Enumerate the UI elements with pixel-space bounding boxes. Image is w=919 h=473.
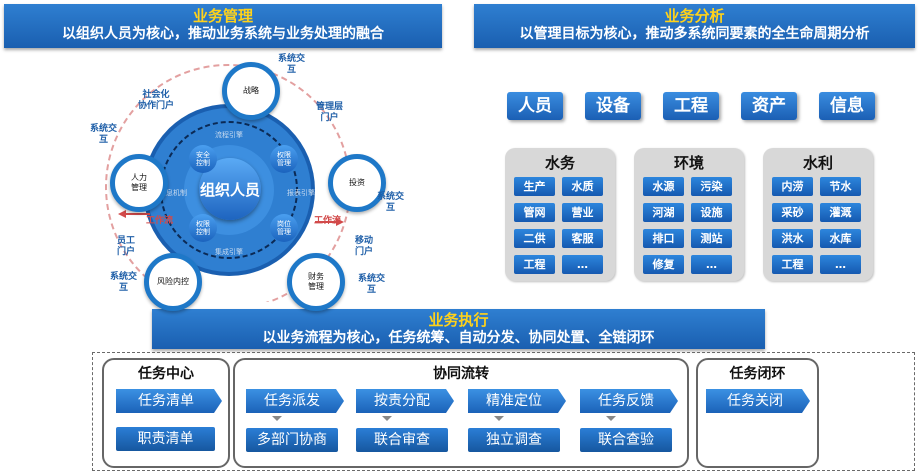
step-notch — [494, 416, 504, 421]
collab-step[interactable]: 精准定位 — [468, 389, 566, 413]
collab-box: 协同流转 任务派发 按责分配 精准定位 任务反馈 多部门协商 联合审查 独立调查… — [233, 358, 689, 468]
ring-report-engine: 报表引擎 — [287, 189, 315, 197]
category-information[interactable]: 信息 — [819, 92, 875, 120]
duty-list-button[interactable]: 职责清单 — [116, 427, 215, 451]
closure-title: 任务闭环 — [729, 366, 786, 382]
exec-title: 业务执行 — [428, 311, 489, 329]
node-finance: 财务 管理 — [287, 253, 345, 311]
workflow-arrowhead-left — [118, 210, 126, 218]
workflow-arrowhead-right — [336, 218, 344, 226]
domain-chip[interactable]: 生产 — [514, 177, 555, 196]
label-system-interaction-bl: 系统交 互 — [110, 272, 138, 293]
domain-chip[interactable]: 洪水 — [772, 229, 813, 248]
exec-banner: 业务执行 以业务流程为核心，任务统筹、自动分发、协同处置、全链闭环 — [152, 309, 765, 349]
closure-box: 任务闭环 任务关闭 — [696, 358, 819, 468]
label-social-portal: 社会化 协作门户 — [138, 90, 175, 111]
collab-step[interactable]: 任务派发 — [246, 389, 344, 413]
inner-permission-control: 权限 控制 — [189, 214, 217, 242]
domain-chip[interactable]: 灌溉 — [820, 203, 861, 222]
label-system-interaction-right: 系统交 互 — [377, 192, 405, 213]
category-assets[interactable]: 资产 — [741, 92, 797, 120]
workflow-label-left: 工作流 — [146, 216, 174, 226]
category-equipment[interactable]: 设备 — [585, 92, 641, 120]
domain-chip[interactable]: … — [562, 255, 603, 274]
label-system-interaction-br: 系统交 互 — [358, 274, 386, 295]
label-management-portal: 管理层 门户 — [316, 102, 344, 123]
mgmt-subtitle: 以组织人员为核心，推动业务系统与业务处理的融合 — [62, 26, 384, 42]
domain-chip[interactable]: 测站 — [691, 229, 732, 248]
domain-chip[interactable]: 修复 — [643, 255, 684, 274]
domain-chip[interactable]: 管网 — [514, 203, 555, 222]
mgmt-title: 业务管理 — [192, 7, 253, 25]
domain-chip[interactable]: 营业 — [562, 203, 603, 222]
collab-sub[interactable]: 独立调查 — [468, 428, 560, 452]
inner-permission-mgmt: 权限 管理 — [270, 145, 298, 173]
label-mobile-portal: 移动 门户 — [355, 236, 374, 257]
inner-security-control: 安全 控制 — [189, 145, 217, 173]
collab-step[interactable]: 按责分配 — [356, 389, 454, 413]
step-notch — [606, 416, 616, 421]
mgmt-banner: 业务管理 以组织人员为核心，推动业务系统与业务处理的融合 — [4, 4, 442, 48]
node-risk-control: 风险内控 — [144, 253, 202, 311]
ring-process-engine: 流程引擎 — [215, 131, 243, 139]
node-investment: 投资 — [328, 154, 386, 212]
task-close-button[interactable]: 任务关闭 — [706, 389, 810, 413]
domain-chip[interactable]: 河湖 — [643, 203, 684, 222]
collab-sub[interactable]: 联合审查 — [356, 428, 448, 452]
domain-chip[interactable]: … — [691, 255, 732, 274]
collab-sub[interactable]: 联合查验 — [580, 428, 672, 452]
hub-center: 组织人员 — [199, 158, 261, 220]
task-list-button[interactable]: 任务清单 — [116, 389, 222, 413]
analysis-title: 业务分析 — [664, 7, 725, 25]
collab-title: 协同流转 — [433, 366, 489, 382]
domain-chip[interactable]: … — [820, 255, 861, 274]
node-strategy: 战略 — [222, 62, 280, 120]
exec-dashed-frame — [92, 352, 915, 471]
workflow-label-right: 工作流 — [314, 216, 342, 226]
step-notch — [382, 416, 392, 421]
domain-panel-environment: 环境 水源 污染 河湖 设施 排口 测站 修复 … — [634, 148, 744, 281]
label-staff-portal: 员工 门户 — [117, 236, 136, 257]
exec-subtitle: 以业务流程为核心，任务统筹、自动分发、协同处置、全链闭环 — [262, 330, 655, 346]
analysis-banner: 业务分析 以管理目标为核心，推动多系统同要素的全生命周期分析 — [474, 4, 915, 48]
task-center-title: 任务中心 — [138, 366, 194, 382]
domain-panel-water: 水务 生产 水质 管网 营业 二供 客服 工程 … — [505, 148, 615, 281]
domain-panel-hydraulics: 水利 内涝 节水 采砂 灌溉 洪水 水库 工程 … — [763, 148, 873, 281]
domain-chip[interactable]: 水源 — [643, 177, 684, 196]
domain-chip[interactable]: 工程 — [772, 255, 813, 274]
domain-chip[interactable]: 工程 — [514, 255, 555, 274]
step-notch — [272, 416, 282, 421]
domain-chip[interactable]: 水质 — [562, 177, 603, 196]
task-center-box: 任务中心 任务清单 职责清单 — [102, 358, 230, 468]
domain-chip[interactable]: 污染 — [691, 177, 732, 196]
domain-chip[interactable]: 排口 — [643, 229, 684, 248]
label-system-interaction-left: 系统交 互 — [90, 124, 118, 145]
hub-center-label: 组织人员 — [199, 180, 260, 199]
domain-chip[interactable]: 二供 — [514, 229, 555, 248]
domain-chip[interactable]: 水库 — [820, 229, 861, 248]
analysis-subtitle: 以管理目标为核心，推动多系统同要素的全生命周期分析 — [519, 26, 870, 42]
domain-chip[interactable]: 客服 — [562, 229, 603, 248]
category-engineering[interactable]: 工程 — [663, 92, 719, 120]
inner-post-mgmt: 岗位 管理 — [270, 214, 298, 242]
ring-message-mechanism: 消息机制 — [159, 189, 187, 197]
domain-title: 环境 — [673, 154, 704, 172]
domain-title: 水利 — [802, 154, 833, 172]
label-system-interaction-top: 系统交 互 — [278, 54, 306, 75]
node-hr: 人力 管理 — [110, 154, 168, 212]
collab-step[interactable]: 任务反馈 — [580, 389, 678, 413]
domain-chip[interactable]: 内涝 — [772, 177, 813, 196]
domain-chip[interactable]: 设施 — [691, 203, 732, 222]
domain-chip[interactable]: 采砂 — [772, 203, 813, 222]
domain-title: 水务 — [544, 154, 575, 172]
category-people[interactable]: 人员 — [507, 92, 563, 120]
hub-dashed-ring — [160, 121, 298, 259]
ring-integration-engine: 集成引擎 — [215, 248, 243, 256]
collab-sub[interactable]: 多部门协商 — [246, 428, 338, 452]
domain-chip[interactable]: 节水 — [820, 177, 861, 196]
